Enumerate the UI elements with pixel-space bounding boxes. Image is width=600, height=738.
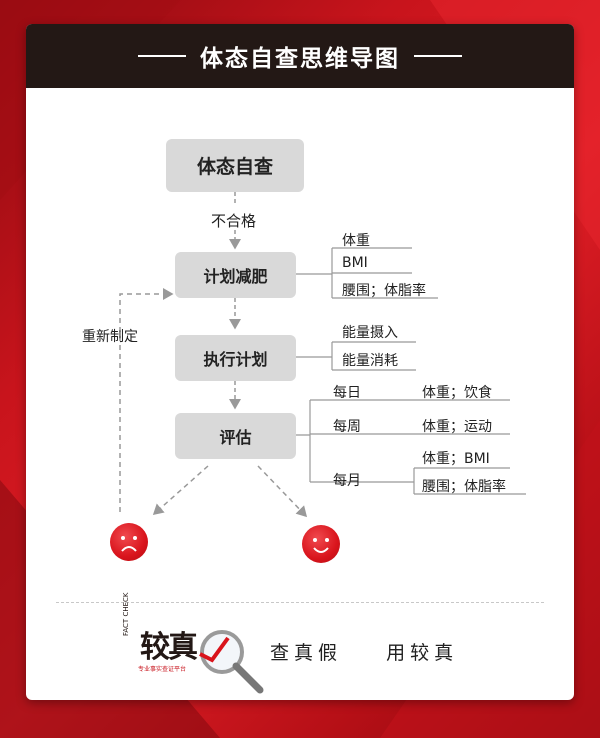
sad-face-icon (110, 523, 148, 561)
node-execute: 执行计划 (175, 335, 296, 381)
plan-item: 体重 (342, 233, 370, 249)
evaluate-daily-item: 体重；饮食 (422, 385, 492, 401)
plan-item: 腰围；体脂率 (342, 283, 426, 299)
logo-fact-check: FACT CHECK (122, 592, 130, 637)
title-rule-right (414, 55, 462, 57)
execute-item: 能量摄入 (342, 325, 398, 341)
slogan-right: 用较真 (386, 642, 459, 664)
branch-monthly (406, 467, 526, 495)
page-title: 体态自查思维导图 (200, 46, 400, 72)
mind-map-card: 体态自查思维导图 体态自查 不合格 计划减肥 重新制定 执行计划 评估 体重 (26, 24, 574, 700)
happy-face-icon (302, 525, 340, 563)
evaluate-monthly-item: 体重；BMI (422, 451, 490, 467)
evaluate-weekly-item: 体重；运动 (422, 419, 492, 435)
connector-lines (119, 192, 526, 518)
edge-label-fail: 不合格 (211, 212, 257, 230)
slogan: 查真假 用较真 (270, 638, 458, 665)
footer-divider (56, 602, 544, 603)
evaluate-monthly-item: 腰围；体脂率 (422, 479, 506, 495)
logo-jiaozhen: 较真 (140, 630, 198, 665)
node-start: 体态自查 (166, 139, 304, 192)
execute-item: 能量消耗 (342, 353, 398, 369)
evaluate-period-daily: 每日 (333, 385, 361, 401)
branch-plan (296, 247, 438, 299)
slogan-left: 查真假 (270, 642, 343, 664)
arrow-evaluate-to-happy (257, 465, 308, 518)
header-bar: 体态自查思维导图 (26, 24, 574, 88)
branch-evaluate (296, 399, 406, 483)
branch-execute (296, 341, 416, 371)
arrow-replan-loop (119, 288, 174, 512)
magnifier-icon (199, 630, 264, 694)
arrow-evaluate-to-sad (152, 465, 209, 515)
plan-item: BMI (342, 255, 368, 271)
edge-label-replan: 重新制定 (82, 329, 138, 345)
node-evaluate: 评估 (175, 413, 296, 459)
node-plan: 计划减肥 (175, 252, 296, 298)
evaluate-period-weekly: 每周 (333, 419, 361, 435)
logo-subtitle: 专业事实查证平台 (138, 666, 187, 673)
title-rule-left (138, 55, 186, 57)
evaluate-period-monthly: 每月 (333, 473, 361, 489)
